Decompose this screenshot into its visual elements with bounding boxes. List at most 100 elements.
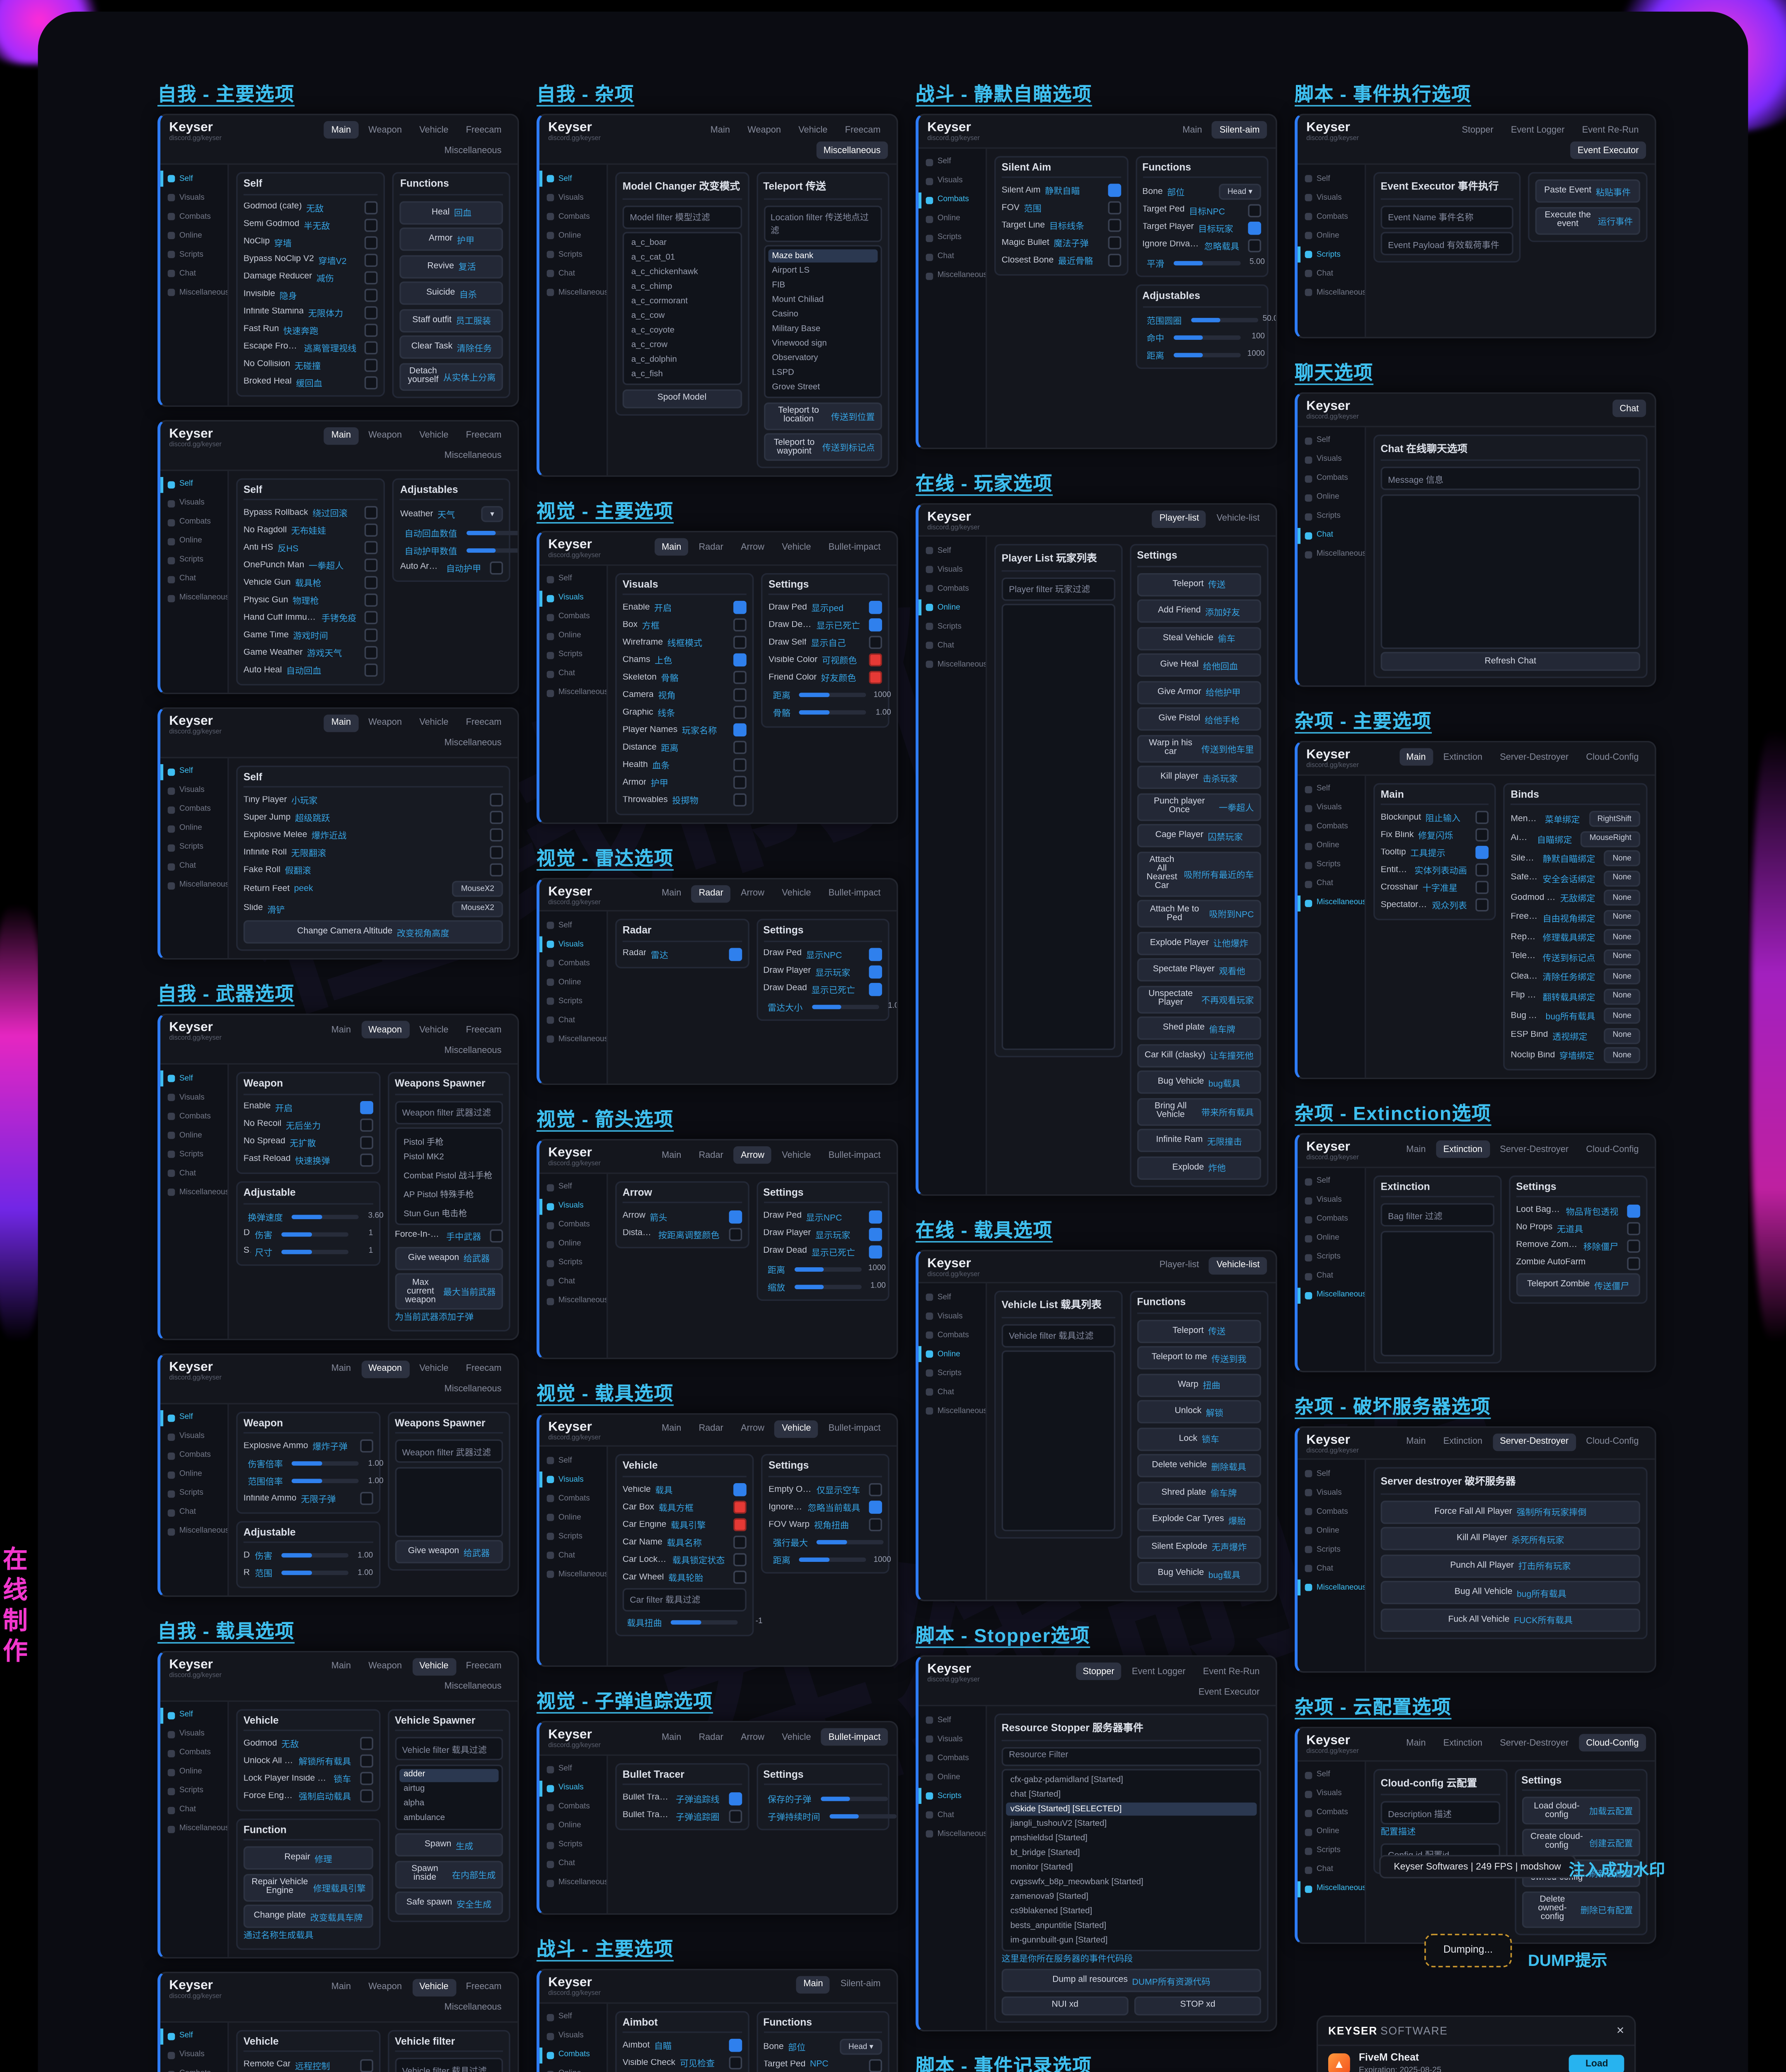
sidebar-item-miscellaneous[interactable]: Miscellaneous	[1298, 1288, 1365, 1304]
checkbox[interactable]	[728, 1809, 742, 1823]
bind-row[interactable]: Flip Vehicles Bind翻转载具绑定None	[1511, 988, 1641, 1005]
list-item[interactable]: Maze bank	[767, 249, 878, 263]
listbox[interactable]	[1380, 1230, 1494, 1356]
sidebar-item-self[interactable]: Self	[1298, 1767, 1365, 1784]
sidebar-item-miscellaneous[interactable]: Miscellaneous	[918, 656, 986, 673]
slider-track[interactable]	[1173, 261, 1240, 265]
sidebar-item-self[interactable]: Self	[1298, 171, 1365, 187]
slider-row[interactable]: Distance距离1000	[1142, 348, 1265, 362]
sidebar-item-online[interactable]: Online	[539, 628, 607, 644]
bind-row[interactable]: Teleport-to-waypoint传送到标记点None	[1511, 949, 1641, 965]
slider-track[interactable]	[811, 1005, 879, 1009]
sidebar-item-chat[interactable]: Chat	[1298, 265, 1365, 281]
color-swatch[interactable]	[869, 654, 882, 667]
slider-row[interactable]: Damage Multiplier伤害倍率1.00	[244, 1457, 383, 1471]
sidebar-item-chat[interactable]: Chat	[160, 265, 227, 281]
slider-row[interactable]: Size尺寸1	[244, 1245, 373, 1259]
checkbox[interactable]	[733, 1536, 747, 1549]
checkbox[interactable]	[1248, 239, 1262, 252]
list-item[interactable]: ambulance	[404, 1814, 445, 1823]
tab-stopper[interactable]: Stopper	[1075, 1663, 1122, 1681]
bind-row[interactable]: Aimbot Bind自瞄绑定MouseRight	[1511, 830, 1641, 847]
sidebar-item-combats[interactable]: Combats	[539, 1800, 607, 1816]
tab-cloud-config[interactable]: Cloud-Config	[1586, 752, 1639, 762]
toggle-row[interactable]: Spectator List观众列表	[1381, 898, 1489, 913]
sidebar-item-self[interactable]: Self	[1298, 1466, 1365, 1482]
bind-key-button[interactable]: RightShift	[1588, 811, 1641, 828]
tab-freecam[interactable]: Freecam	[845, 124, 881, 135]
checkbox[interactable]	[1476, 846, 1489, 860]
color-swatch[interactable]	[733, 1501, 747, 1514]
sidebar-item-combats[interactable]: Combats	[160, 1447, 227, 1464]
checkbox[interactable]	[1627, 1239, 1641, 1252]
checkbox[interactable]	[490, 794, 503, 807]
action-button[interactable]: Car Kill (clasky)让车撞死他	[1137, 1043, 1262, 1067]
tab-cloud-config[interactable]: Cloud-Config	[1586, 1144, 1639, 1155]
sidebar-item-visuals[interactable]: Visuals	[918, 173, 986, 189]
bind-key-button[interactable]: None	[1604, 929, 1641, 946]
checkbox[interactable]	[733, 1553, 747, 1567]
sidebar-item-visuals[interactable]: Visuals	[539, 1198, 607, 1215]
sidebar-item-scripts[interactable]: Scripts	[539, 1529, 607, 1545]
tab-freecam[interactable]: Freecam	[466, 1982, 502, 1993]
bind-key-button[interactable]: MouseX2	[452, 881, 503, 897]
checkbox[interactable]	[733, 794, 747, 807]
slider-track[interactable]	[281, 1571, 348, 1576]
checkbox[interactable]	[869, 1518, 882, 1532]
tab-arrow[interactable]: Arrow	[741, 1423, 765, 1434]
tab-vehicle[interactable]: Vehicle	[419, 717, 449, 728]
tab-weapon[interactable]: Weapon	[368, 430, 402, 441]
sidebar-item-chat[interactable]: Chat	[539, 265, 607, 281]
slider-row[interactable]: Bullet Duration子弹持续时间2.00	[763, 1809, 896, 1823]
tab-vehicle[interactable]: Vehicle	[419, 430, 449, 441]
checkbox[interactable]	[365, 341, 379, 354]
checkbox[interactable]	[1476, 899, 1489, 913]
sidebar-item-miscellaneous[interactable]: Miscellaneous	[160, 1523, 227, 1539]
bind-row[interactable]: Repair Vehicle Bind修理载具绑定None	[1511, 929, 1641, 946]
tab-extinction[interactable]: Extinction	[1443, 1437, 1483, 1447]
list-item[interactable]: alpha	[404, 1800, 425, 1809]
sidebar-item-self[interactable]: Self	[539, 1453, 607, 1469]
sidebar-item-chat[interactable]: Chat	[1298, 1862, 1365, 1878]
tab-radar[interactable]: Radar	[698, 1150, 723, 1161]
sidebar-item-visuals[interactable]: Visuals	[160, 495, 227, 511]
slider-row[interactable]: Saved Bullet保存的子弹1	[763, 1791, 887, 1805]
slider-track[interactable]	[291, 1214, 359, 1219]
tab-main[interactable]: Main	[662, 888, 682, 899]
sidebar-item-visuals[interactable]: Visuals	[1298, 1193, 1365, 1209]
checkbox[interactable]	[365, 323, 379, 337]
sidebar-item-visuals[interactable]: Visuals	[160, 2047, 227, 2063]
sidebar-item-self[interactable]: Self	[539, 1179, 607, 1196]
checkbox[interactable]	[1476, 811, 1489, 825]
tab-radar[interactable]: Radar	[698, 1423, 723, 1434]
sidebar-item-scripts[interactable]: Scripts	[918, 230, 986, 246]
slider-track[interactable]	[817, 1540, 884, 1545]
